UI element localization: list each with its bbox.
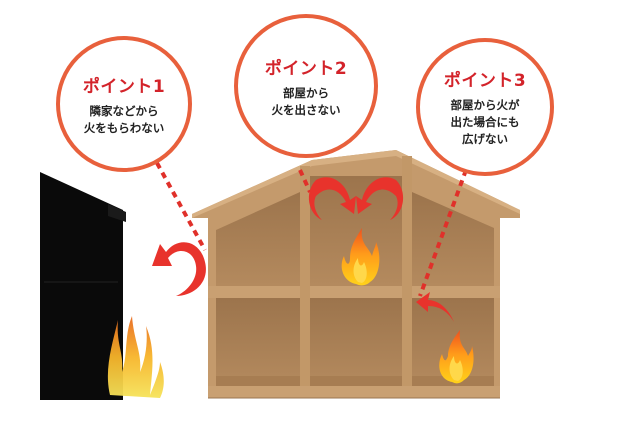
neighbor-fire-icon	[107, 316, 164, 398]
point-1-title: ポイント1	[82, 76, 166, 97]
point-3-title: ポイント3	[443, 71, 527, 91]
flame-icon-upper-middle	[341, 228, 380, 286]
point-1-description: 隣家などから 火をもらわない	[83, 103, 165, 135]
arrows	[152, 177, 454, 322]
point-2-description: 部屋から 火を出さない	[271, 85, 341, 117]
neighbor-house	[40, 172, 126, 400]
point-3-description: 部屋から火が 出た場合にも 広げない	[450, 98, 520, 146]
point-2-circle: ポイント2 部屋から 火を出さない	[234, 14, 378, 158]
leader-lines	[155, 162, 468, 297]
point-1-circle: ポイント1 隣家などから 火をもらわない	[56, 36, 192, 172]
flame-icon-lower-right	[439, 330, 474, 384]
point-2-title: ポイント2	[264, 58, 348, 79]
point-3-circle: ポイント3 部屋から火が 出た場合にも 広げない	[416, 38, 554, 176]
